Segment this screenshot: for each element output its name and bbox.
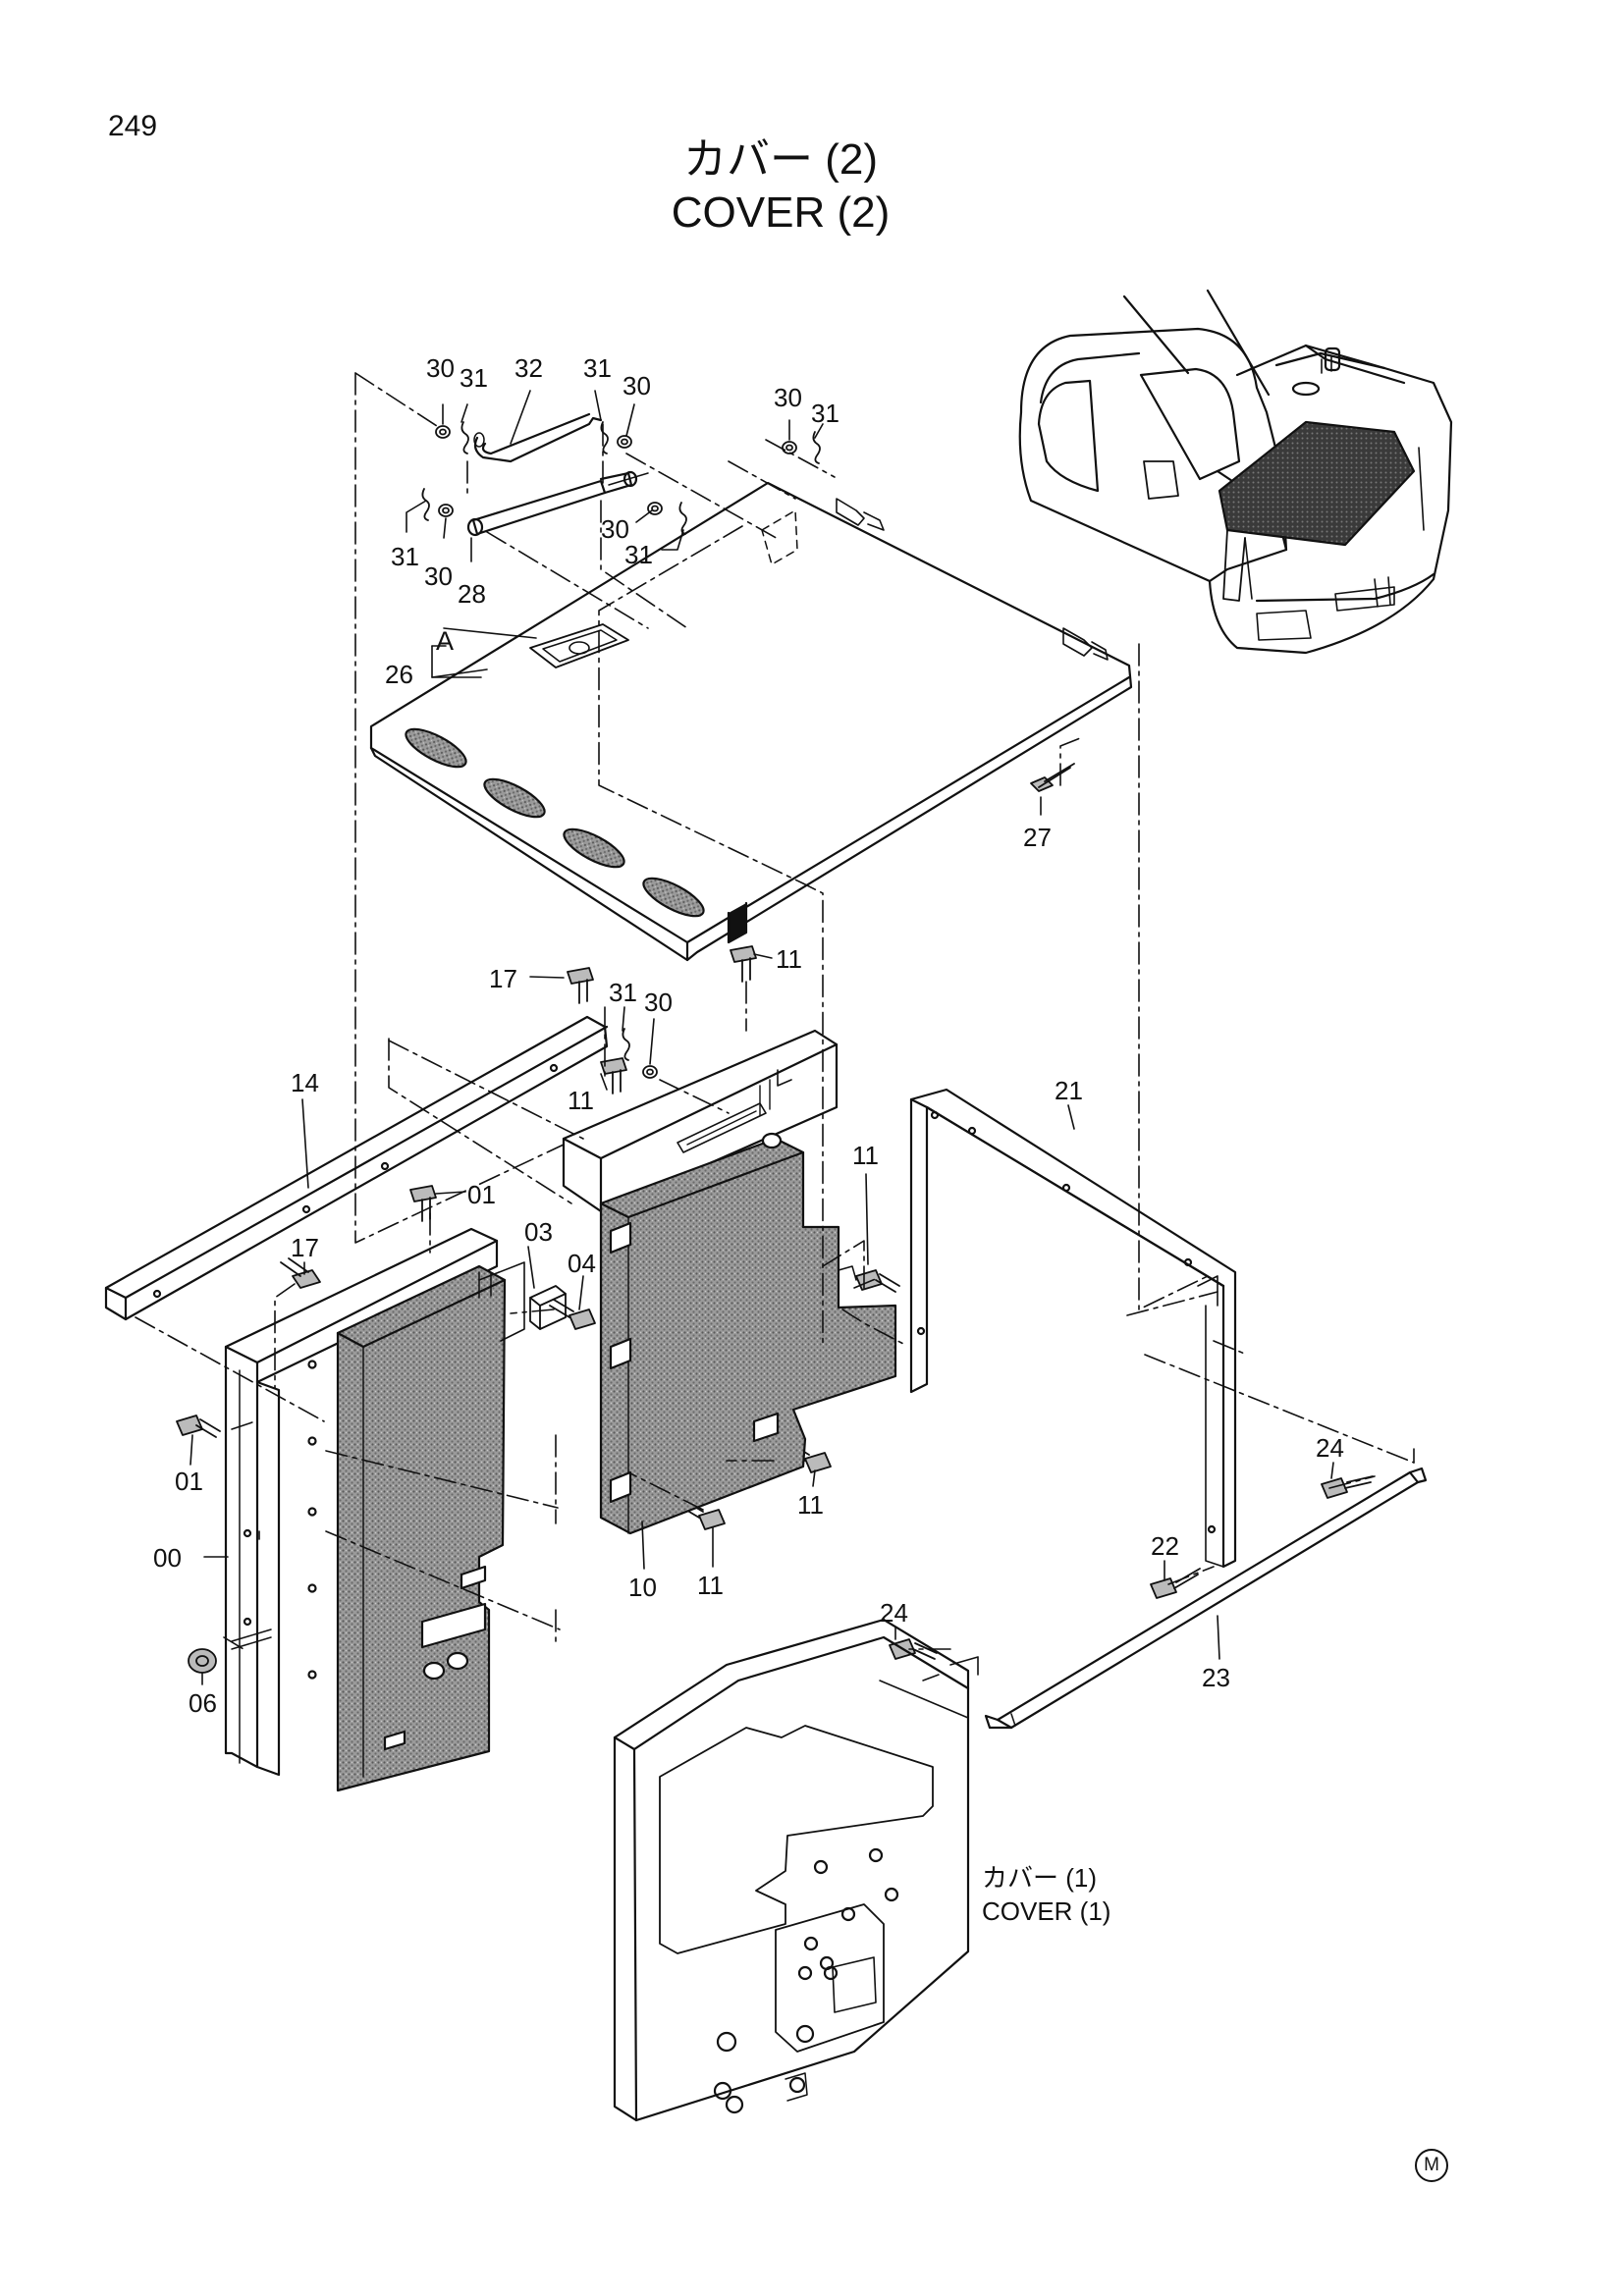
label-part-10: 10 (628, 1573, 657, 1602)
label-part-30: 30 (623, 371, 651, 400)
washers-and-pins (422, 422, 820, 1078)
label-part-21: 21 (1055, 1076, 1083, 1105)
label-part-11: 11 (852, 1141, 879, 1170)
label-part-30: 30 (601, 514, 629, 544)
bolt-24-right (1322, 1476, 1373, 1498)
label-part-26: 26 (385, 660, 413, 689)
bolt-01-top (410, 1186, 436, 1221)
label-part-30: 30 (426, 353, 455, 383)
support-rod (474, 414, 601, 461)
label-part-17: 17 (291, 1233, 319, 1262)
nut-06 (189, 1649, 216, 1673)
bolt-17-left (281, 1258, 320, 1288)
center-frame (564, 1031, 837, 1211)
label-part-11: 11 (797, 1490, 824, 1520)
label-part-30: 30 (424, 561, 453, 591)
label-part-22: 22 (1151, 1531, 1179, 1561)
model-mark-icon: M (1415, 2149, 1448, 2182)
gas-spring-stay (468, 472, 648, 535)
bolt-11-top (731, 946, 756, 982)
label-part-31: 31 (811, 399, 839, 428)
label-part-24: 24 (1316, 1433, 1344, 1463)
label-part-17: 17 (489, 964, 517, 993)
page-title-japanese: カバー (2) (683, 135, 878, 184)
label-detail-a: A (436, 626, 454, 656)
bolt-01-left (177, 1415, 220, 1437)
page-number: 249 (108, 110, 158, 142)
right-u-frame (911, 1090, 1235, 1567)
label-part-11: 11 (776, 944, 802, 974)
bolt-22 (1151, 1569, 1200, 1598)
label-part-11: 11 (568, 1086, 594, 1115)
center-insulation-panel (601, 1134, 895, 1533)
label-part-00: 00 (153, 1543, 182, 1573)
label-part-01: 01 (175, 1467, 203, 1496)
label-part-31: 31 (460, 363, 488, 393)
label-part-28: 28 (458, 579, 486, 609)
label-part-23: 23 (1202, 1663, 1230, 1692)
label-part-30: 30 (644, 988, 673, 1017)
bolt-17-top (568, 968, 593, 1003)
label-part-11: 11 (697, 1571, 724, 1600)
bolt-04 (550, 1300, 595, 1329)
left-support-frame (226, 1229, 497, 1775)
bolt-11-right (856, 1270, 899, 1292)
bracket-03 (530, 1286, 566, 1329)
label-part-14: 14 (291, 1068, 319, 1097)
leader-lines (190, 391, 1333, 1684)
label-part-31: 31 (624, 540, 653, 569)
label-part-27: 27 (1023, 823, 1052, 852)
reference-cover-1-japanese: カバー (1) (982, 1863, 1098, 1893)
label-part-24: 24 (880, 1598, 908, 1628)
left-beam-rail (106, 1017, 607, 1319)
bolt-27 (1031, 764, 1074, 791)
diagonal-brace (986, 1468, 1426, 1728)
bolt-11-mid (601, 1058, 626, 1094)
label-part-01: 01 (467, 1180, 496, 1209)
page-title-english: COVER (2) (671, 188, 891, 237)
part-number-labels: 30 31 32 31 30 30 31 31 30 28 30 31 A 26… (153, 353, 1344, 1718)
assembly-guide-lines (135, 373, 1414, 1649)
label-part-30: 30 (774, 383, 802, 412)
left-insulation-panel (338, 1262, 524, 1790)
label-part-32: 32 (514, 353, 543, 383)
label-part-06: 06 (189, 1688, 217, 1718)
label-part-31: 31 (583, 353, 612, 383)
label-part-03: 03 (524, 1217, 553, 1247)
label-part-31: 31 (609, 978, 637, 1007)
top-cover-panel (371, 483, 1131, 960)
label-part-04: 04 (568, 1249, 596, 1278)
label-part-31: 31 (391, 542, 419, 571)
excavator-location-thumbnail (1020, 291, 1451, 653)
cover-1-side-panel (615, 1620, 978, 2120)
reference-cover-1-english: COVER (1) (982, 1896, 1111, 1926)
